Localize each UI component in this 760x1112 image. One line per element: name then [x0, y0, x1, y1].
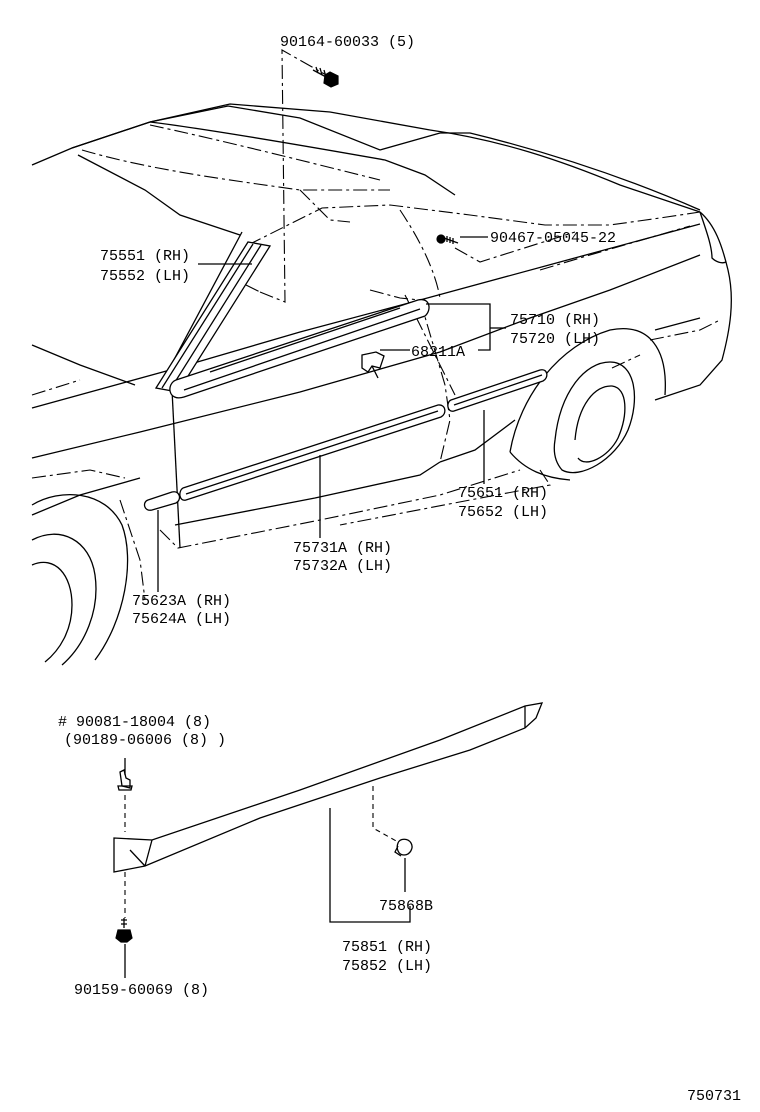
label-clip-75868b: 75868B — [379, 898, 433, 915]
diagram-number: 750731 — [687, 1088, 741, 1105]
leader-lines — [124, 236, 506, 978]
clip-75868b — [394, 838, 413, 857]
car-body-outline — [31, 103, 732, 666]
label-rocker-panel-rh: 75851 (RH) — [342, 939, 432, 956]
hidden-lines — [31, 49, 721, 601]
clip-90467 — [436, 234, 459, 244]
label-belt-molding-lh: 75720 (LH) — [510, 331, 600, 348]
label-screw-primary: # 90081-18004 (8) — [58, 714, 211, 731]
belt-molding — [169, 298, 430, 399]
label-front-fender-molding-rh: 75623A (RH) — [132, 593, 231, 610]
label-clip-90467: 90467-05045-22 — [490, 230, 616, 247]
rear-door-molding — [447, 369, 548, 412]
clip-68211a — [361, 351, 385, 379]
label-bolt-top: 90164-60033 (5) — [280, 34, 415, 51]
screw-bottom — [115, 918, 133, 943]
label-rocker-panel-lh: 75852 (LH) — [342, 958, 432, 975]
front-fender-molding — [143, 491, 181, 511]
label-door-molding-rh: 75731A (RH) — [293, 540, 392, 557]
label-front-fender-molding-lh: 75624A (LH) — [132, 611, 231, 628]
label-windshield-molding-rh: 75551 (RH) — [100, 248, 190, 265]
label-door-molding-lh: 75732A (LH) — [293, 558, 392, 575]
label-rear-door-molding-rh: 75651 (RH) — [458, 485, 548, 502]
label-rear-door-molding-lh: 75652 (LH) — [458, 504, 548, 521]
bolt-top — [312, 66, 339, 88]
label-belt-molding-rh: 75710 (RH) — [510, 312, 600, 329]
label-windshield-molding-lh: 75552 (LH) — [100, 268, 190, 285]
label-screw-bottom: 90159-60069 (8) — [74, 982, 209, 999]
label-screw-alt: (90189-06006 (8) ) — [64, 732, 226, 749]
callout-labels: 90164-60033 (5) 90467-05045-22 75551 (RH… — [58, 34, 741, 1105]
rocker-panel — [113, 702, 544, 873]
door-molding — [179, 404, 446, 501]
screw-top — [117, 769, 133, 791]
label-clip-68211a: 68211A — [411, 344, 465, 361]
